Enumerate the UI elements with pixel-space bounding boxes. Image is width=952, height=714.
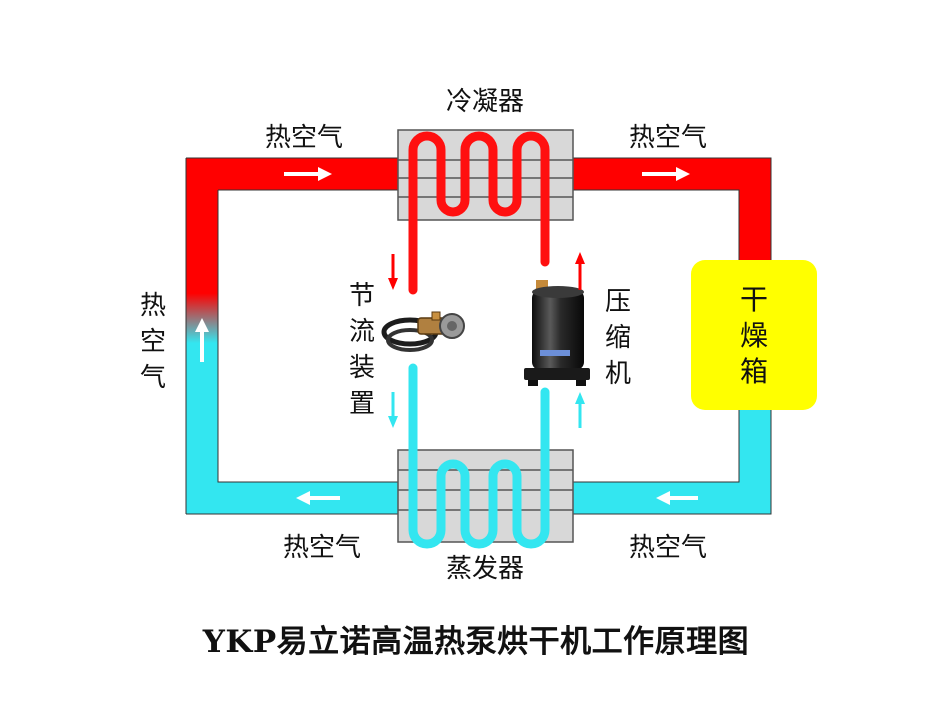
flow-arrow-icon [195,318,209,362]
refrigerant-arrows [388,252,585,428]
flow-arrow-icon [642,167,690,181]
flow-arrow-icon [656,491,698,505]
hot-air-label-top-left: 热空气 [265,123,343,153]
dryer-char: 干 [739,283,768,316]
duct-right-upper [739,158,771,260]
hot-air-label-bottom-left: 热空气 [283,533,361,563]
airflow-arrows [195,167,698,505]
compressor-label: 压缩机 [604,287,631,389]
flow-arrow-icon [388,392,398,428]
flow-arrow-icon [575,252,585,290]
flow-arrow-icon [575,392,585,428]
compressor-icon [524,280,590,386]
flow-arrow-icon [388,254,398,290]
evaporator-coil [408,363,550,549]
hot-air-label-left: 热空气 [139,291,166,393]
dryer-label: 干 燥 箱 [691,282,817,390]
throttle-label: 节流装置 [348,281,375,419]
evaporator-label: 蒸发器 [446,554,524,584]
dryer-char: 燥 [739,319,768,352]
flow-arrow-icon [296,491,340,505]
diagram-caption: YKP易立诺高温热泵烘干机工作原理图 [202,624,750,660]
hot-air-label-top-right: 热空气 [629,123,707,153]
flow-arrow-icon [284,167,332,181]
dryer-box: 干 燥 箱 [691,260,817,410]
throttle-valve-icon [381,311,465,352]
hot-air-label-bottom-right: 热空气 [629,533,707,563]
condenser-coil [408,131,550,295]
duct-bottom-left [186,482,400,514]
condenser-label: 冷凝器 [446,87,524,117]
dryer-char: 箱 [739,355,768,388]
